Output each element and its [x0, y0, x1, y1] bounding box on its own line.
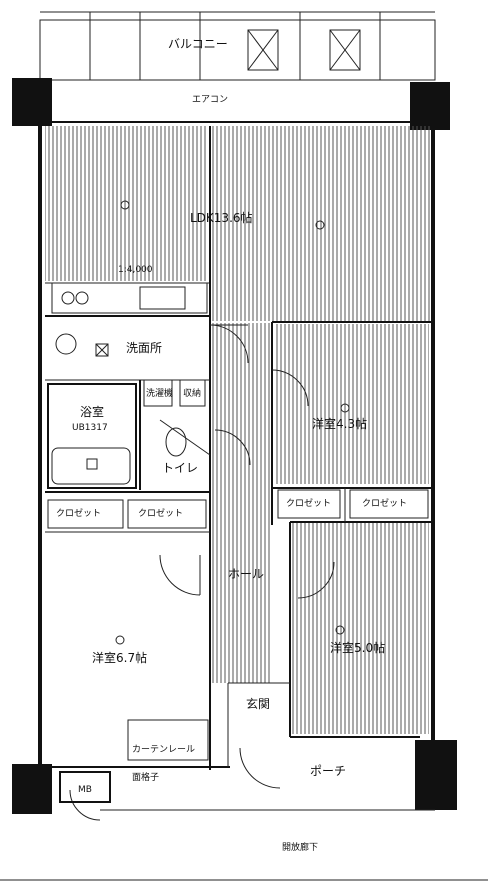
washroom-label: 洗面所	[126, 341, 162, 355]
corridor-label: 開放廊下	[282, 841, 318, 853]
closet-4-box	[349, 489, 429, 519]
grille-note: 面格子	[132, 771, 159, 783]
wash-basin	[55, 333, 77, 355]
western-room-3-label: 洋室5.0帖	[330, 640, 385, 655]
closet-4-label: クロゼット	[362, 497, 407, 509]
column-top-left	[12, 78, 52, 126]
closet-2-box	[127, 499, 207, 529]
kitchen-sink	[139, 286, 186, 310]
bath-label: 浴室	[80, 404, 104, 419]
closet-3-label: クロゼット	[286, 497, 331, 509]
entrance-label: 玄関	[246, 696, 270, 711]
column-bottom-right	[415, 740, 457, 810]
washer-label: 洗濯機	[146, 387, 173, 399]
column-bottom-left	[12, 764, 52, 814]
hall-floor	[212, 323, 272, 683]
storage-box	[179, 379, 206, 407]
toilet-label: トイレ	[162, 461, 198, 475]
bathtub	[51, 447, 131, 485]
doors	[69, 324, 335, 821]
hall-label: ホール	[228, 567, 264, 581]
balcony-area	[39, 11, 436, 81]
washroom-fixture	[95, 343, 109, 357]
ac-unit-box-2	[329, 29, 361, 71]
kitchen-counter	[51, 282, 208, 314]
closet-3-box	[277, 489, 341, 519]
mb-label: MB	[78, 785, 92, 795]
closet-2-label: クロゼット	[138, 507, 183, 519]
closet-1-box	[47, 499, 124, 529]
column-top-right	[410, 82, 450, 130]
closet-1-label: クロゼット	[56, 507, 101, 519]
ldk-floor	[210, 126, 432, 321]
curtain-note: カーテンレール	[132, 744, 195, 755]
western-room-2-label: 洋室4.3帖	[312, 416, 367, 431]
exterior-walls	[38, 100, 435, 770]
washer-pan	[143, 379, 173, 407]
ldk-floor-left	[45, 126, 208, 281]
mb-box	[59, 771, 111, 803]
window-note-box	[127, 719, 209, 761]
room2-floor	[274, 324, 429, 484]
balcony-label: バルコニー	[168, 37, 228, 51]
kitchen-note: 1:4,000	[118, 265, 153, 275]
western-room-1-label: 洋室6.7帖	[92, 650, 147, 665]
toilet-bowl	[165, 427, 187, 457]
ac-label: エアコン	[192, 95, 228, 105]
bath-model-label: UB1317	[72, 423, 108, 433]
storage-label: 収納	[183, 387, 201, 399]
ldk-label: LDK13.6帖	[190, 210, 253, 225]
room3-floor	[292, 522, 429, 734]
ac-unit-box-1	[247, 29, 279, 71]
bath-enclosure	[47, 383, 137, 489]
porch-label: ポーチ	[310, 764, 346, 778]
